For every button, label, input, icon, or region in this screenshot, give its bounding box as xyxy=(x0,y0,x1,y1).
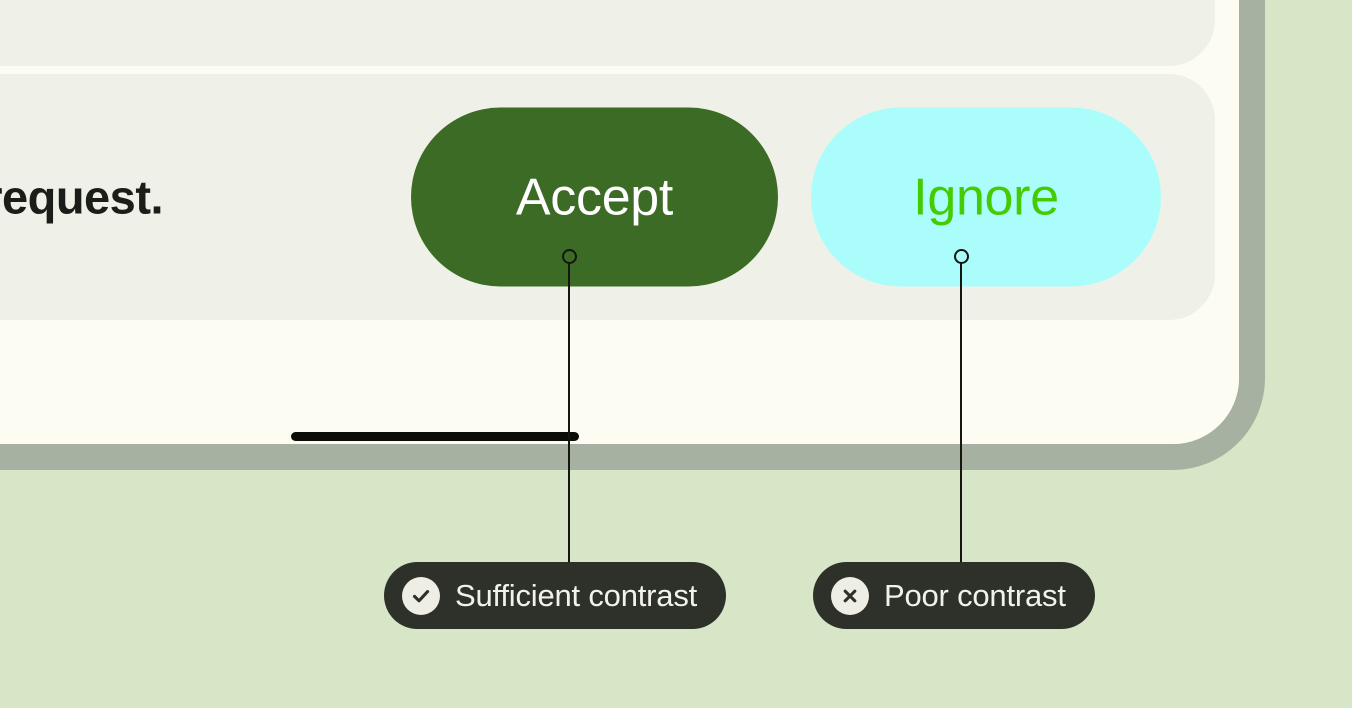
accept-button[interactable]: Accept xyxy=(411,107,778,287)
connector-line-ignore xyxy=(953,249,969,572)
request-row: a request. Accept Ignore xyxy=(0,74,1239,320)
phone-device-frame: a request. Accept Ignore xyxy=(0,0,1265,470)
check-circle-icon xyxy=(402,576,440,615)
phone-screen: a request. Accept Ignore xyxy=(0,0,1215,441)
connector-line-accept xyxy=(561,249,577,572)
callout-poor-contrast: Poor contrast xyxy=(813,562,1095,629)
callout-sufficient-contrast: Sufficient contrast xyxy=(384,562,727,629)
callout-label-sufficient: Sufficient contrast xyxy=(455,578,698,613)
home-indicator xyxy=(291,432,579,441)
content-card-upper xyxy=(0,0,1215,66)
request-row-text: a request. xyxy=(0,170,164,224)
connector-stem xyxy=(960,262,962,572)
connector-stem xyxy=(568,262,570,572)
callout-label-poor: Poor contrast xyxy=(884,578,1066,613)
x-circle-icon xyxy=(831,576,869,615)
ignore-button[interactable]: Ignore xyxy=(811,107,1161,287)
